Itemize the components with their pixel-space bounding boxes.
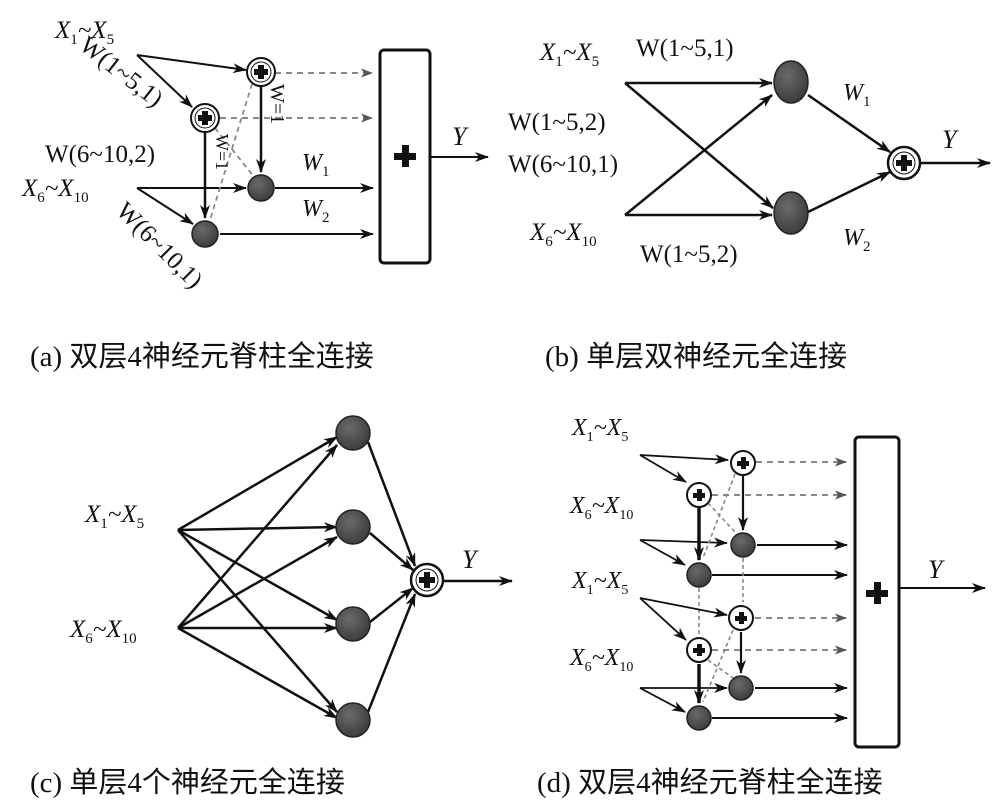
edge xyxy=(639,539,686,566)
edge xyxy=(177,535,338,630)
weight-label: W=1 xyxy=(212,134,232,170)
panel-c: X1~X5 X6~X10 Y xyxy=(69,415,513,738)
input-label-x1-5: X1~X5 xyxy=(539,39,599,70)
plus-icon xyxy=(866,582,888,604)
edge xyxy=(624,82,774,209)
neuron-node xyxy=(686,705,712,731)
sum-node xyxy=(190,103,220,133)
edge xyxy=(369,532,414,571)
dashed-edge xyxy=(702,473,736,559)
edge xyxy=(807,93,891,154)
sum-node xyxy=(886,145,922,181)
input-label-x6-10: X6~X10 xyxy=(569,493,633,523)
edge xyxy=(639,454,729,465)
caption-b: (b) 单层双神经元全连接 xyxy=(545,340,847,373)
edge xyxy=(639,454,687,483)
weight-label: W(6~10,1) xyxy=(508,151,618,178)
neuron-node xyxy=(773,191,809,235)
edge xyxy=(807,170,891,214)
weight-label: W(1~5,2) xyxy=(508,109,606,136)
edge xyxy=(136,187,194,225)
dashed-edge xyxy=(707,659,734,679)
edge xyxy=(639,537,728,548)
neuron-node xyxy=(335,415,371,451)
neuron-node xyxy=(730,532,756,558)
input-label-x1-5: X1~X5 xyxy=(54,17,114,48)
sum-node xyxy=(409,562,445,598)
input-label-x1-5: X1~X5 xyxy=(571,415,628,445)
dashed-edge xyxy=(702,629,734,703)
weight-label: W1 xyxy=(843,80,871,110)
edge xyxy=(177,529,338,713)
edge xyxy=(639,687,686,713)
input-label-x6-10: X6~X10 xyxy=(569,645,633,675)
caption-a: (a) 双层4神经元脊柱全连接 xyxy=(30,340,374,373)
panel-d: Y xyxy=(569,415,986,749)
input-label-x6-10: X6~X10 xyxy=(529,219,597,250)
caption-c: (c) 单层4个神经元全连接 xyxy=(30,766,345,799)
input-label-x6-10: X6~X10 xyxy=(69,616,137,647)
panel-b: X1~X5 W(1~5,1) W(1~5,2) W(6~10,1) X6~X10… xyxy=(508,35,991,268)
neuron-node xyxy=(335,509,371,545)
input-label-x6-10: X6~X10 xyxy=(21,175,89,206)
sum-node xyxy=(686,482,712,508)
weight-label: W1 xyxy=(302,150,330,180)
sum-node xyxy=(728,605,754,631)
output-label-a: Y xyxy=(452,122,469,151)
output-label-c: Y xyxy=(462,545,479,574)
sum-node xyxy=(730,450,756,476)
neuron-node xyxy=(335,702,371,738)
neuron-node xyxy=(686,562,712,588)
panel-a: Y X1~X5 xyxy=(21,17,489,294)
weight-label: W(1~5,1) xyxy=(636,35,734,62)
weight-label: W2 xyxy=(843,225,871,255)
sum-node xyxy=(686,637,712,663)
edge xyxy=(366,593,417,713)
edge xyxy=(136,54,247,74)
neuron-node xyxy=(191,220,219,248)
dashed-edge xyxy=(209,83,253,221)
sum-node xyxy=(246,57,276,87)
dashed-edge xyxy=(214,127,256,179)
edge xyxy=(177,444,338,629)
edge xyxy=(177,522,338,533)
output-label-b: Y xyxy=(942,125,959,154)
neuron-node xyxy=(247,174,275,202)
plus-icon xyxy=(394,145,416,167)
neuron-node xyxy=(728,675,754,701)
edge xyxy=(136,54,193,108)
edge xyxy=(624,94,773,216)
weight-label: W=1 xyxy=(266,84,288,124)
weight-label: W2 xyxy=(302,196,330,226)
edge xyxy=(639,597,687,641)
weight-label: W(1~5,2) xyxy=(640,241,738,268)
edge xyxy=(177,626,338,720)
edge xyxy=(639,597,728,618)
caption-d: (d) 双层4神经元脊柱全连接 xyxy=(537,766,883,799)
input-label-x1-5: X1~X5 xyxy=(571,568,628,598)
output-label-d: Y xyxy=(928,555,945,584)
weight-label: W(6~10,2) xyxy=(45,141,155,168)
edge xyxy=(177,528,338,622)
weight-label: W(6~10,1) xyxy=(111,197,208,294)
input-label-x1-5: X1~X5 xyxy=(84,501,144,532)
neuron-node xyxy=(335,606,371,642)
edge xyxy=(177,435,338,532)
neuron-node xyxy=(773,60,809,104)
edge xyxy=(366,441,417,567)
